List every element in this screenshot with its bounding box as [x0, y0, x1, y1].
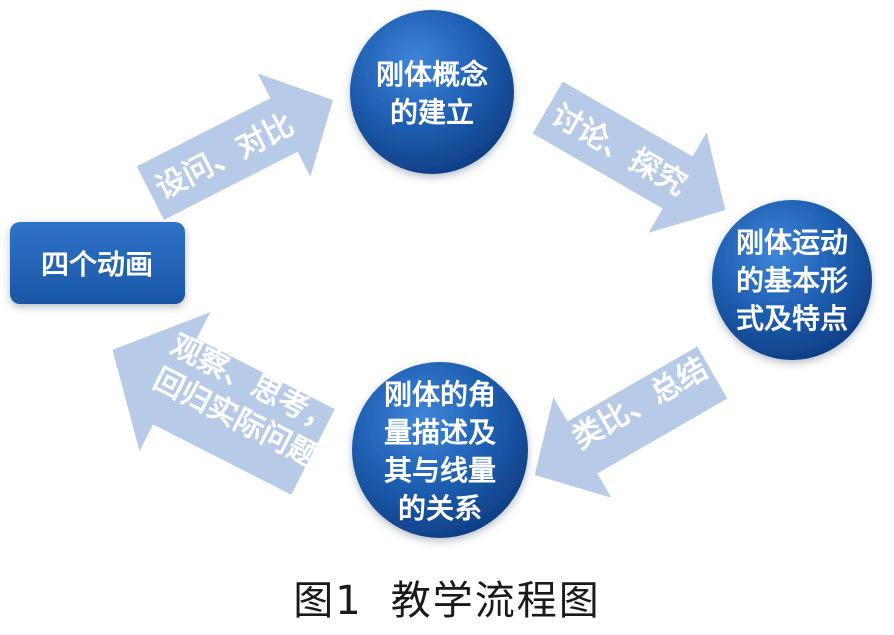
arrow-bottom-left: [112, 312, 335, 495]
node-top-line-2: 的建立: [390, 96, 474, 129]
node-start-box: [10, 222, 185, 304]
node-bottom-circle: [352, 362, 528, 538]
node-right: [712, 200, 872, 360]
node-right-circle: [712, 200, 872, 360]
arrow-bottom-right: [534, 346, 728, 498]
arrow-top-left: 设问、对比: [136, 73, 334, 220]
node-top-circle: [350, 10, 514, 174]
node-bottom-line-4: 的关系: [398, 492, 482, 525]
node-bottom-line-1: 刚体的角: [384, 378, 496, 411]
arrow-bottom-left-shape: [112, 312, 335, 495]
node-bottom: [352, 362, 528, 538]
figure-caption: 图1 教学流程图: [0, 568, 894, 626]
node-bottom-line-2: 量描述及: [384, 416, 496, 449]
arrow-top-left-shape: [136, 73, 334, 220]
figure-number: 图1: [293, 578, 363, 624]
node-start-label: 四个动画: [41, 248, 153, 281]
teaching-flow-diagram: 设问、对比 讨论、探究 类比、总结 观察、思考， 回归实际问题 四个动画 刚体概…: [10, 10, 872, 538]
node-top-line-1: 刚体概念: [376, 58, 488, 91]
node-start: [10, 222, 185, 304]
node-top: [350, 10, 514, 174]
arrow-bottom-right-shape: [534, 346, 728, 498]
node-right-line-1: 刚体运动: [736, 226, 848, 259]
arrow-top-right: 讨论、探究: [532, 81, 726, 233]
node-bottom-line-3: 其与线量: [384, 454, 496, 487]
node-right-line-2: 的基本形: [736, 264, 848, 297]
node-right-line-3: 式及特点: [736, 302, 848, 335]
arrow-top-right-shape: [532, 81, 726, 233]
figure-title: 教学流程图: [390, 578, 601, 624]
